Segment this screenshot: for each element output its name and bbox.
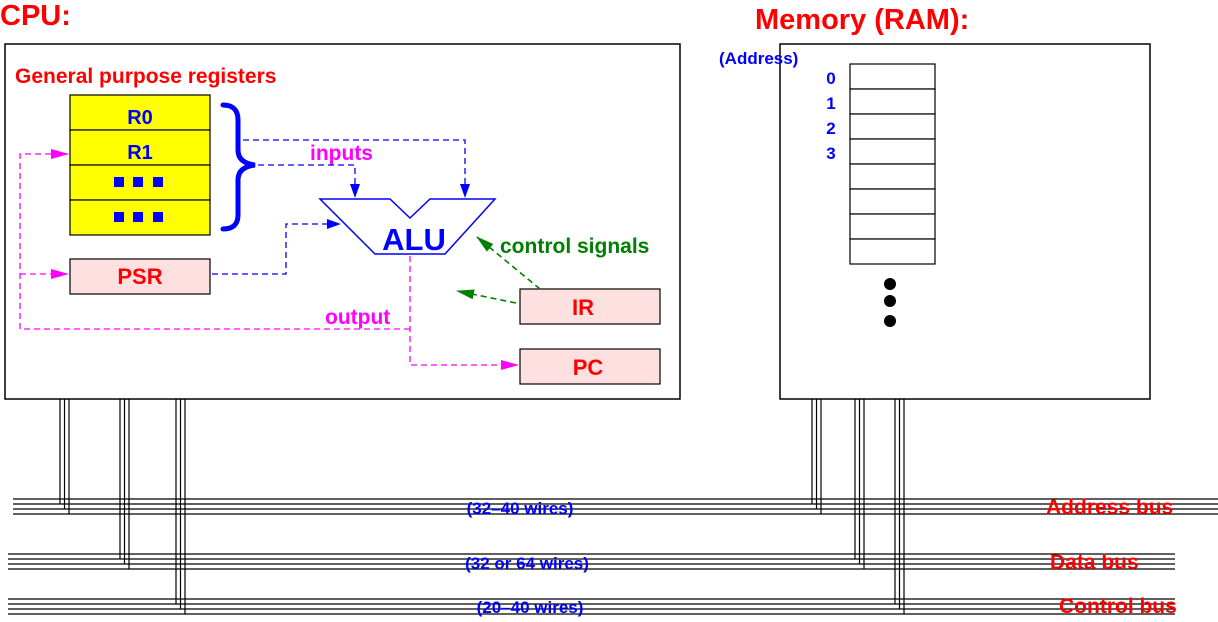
output-to-r1-path <box>19 149 410 330</box>
memory-cell <box>849 63 936 90</box>
register-ellipsis-2 <box>114 212 163 222</box>
control-signals-label: control signals <box>500 235 649 258</box>
ir-register <box>519 288 661 325</box>
pc-label: PC <box>573 355 604 380</box>
memory-box <box>779 43 1151 400</box>
output-label: output <box>325 306 390 329</box>
cpu-title: CPU: <box>0 0 71 32</box>
address-0: 0 <box>826 69 835 88</box>
address-3: 3 <box>826 144 835 163</box>
address-1: 1 <box>826 94 835 113</box>
psr-to-alu-path <box>212 219 341 275</box>
memory-cell <box>849 138 936 165</box>
psr-register <box>69 258 211 295</box>
control-signal-path-1 <box>476 236 541 290</box>
alu-shape <box>318 198 497 255</box>
psr-label: PSR <box>117 264 162 289</box>
bus-wires <box>8 399 1218 615</box>
register-file: R0 R1 <box>69 94 211 236</box>
register-r0-label: R0 <box>127 107 153 129</box>
register-r1 <box>69 129 211 166</box>
register-r1-label: R1 <box>127 142 153 164</box>
pc-register <box>519 348 661 385</box>
control-signal-path-2 <box>456 289 517 304</box>
address-bus-label: Address bus <box>1046 496 1173 519</box>
alu-label: ALU <box>382 222 446 257</box>
data-bus-label: Data bus <box>1050 551 1139 574</box>
memory-cell <box>849 213 936 240</box>
memory-cell <box>849 113 936 140</box>
input-path-a <box>258 164 360 198</box>
address-2: 2 <box>826 119 835 138</box>
registers-label: General purpose registers <box>15 65 276 88</box>
register-ellipsis-1 <box>114 177 163 187</box>
register-brace-icon <box>220 102 256 232</box>
address-label: (Address) <box>719 49 798 68</box>
memory-cell <box>849 163 936 190</box>
ir-label: IR <box>572 295 594 320</box>
address-bus-wires: (32–40 wires) <box>467 499 574 518</box>
alu-to-pc-path <box>409 256 519 370</box>
input-path-b <box>243 139 470 198</box>
inputs-label: inputs <box>310 142 373 165</box>
memory-cell <box>849 188 936 215</box>
memory-cells <box>849 63 936 265</box>
memory-cell <box>849 238 936 265</box>
memory-ellipsis-icon <box>884 278 896 327</box>
memory-cell <box>849 88 936 115</box>
memory-title: Memory (RAM): <box>755 4 969 36</box>
control-bus-label: Control bus <box>1059 595 1177 618</box>
register-r0 <box>69 94 211 131</box>
data-bus-wires: (32 or 64 wires) <box>465 554 589 573</box>
control-bus-wires: (20–40 wires) <box>477 598 584 617</box>
